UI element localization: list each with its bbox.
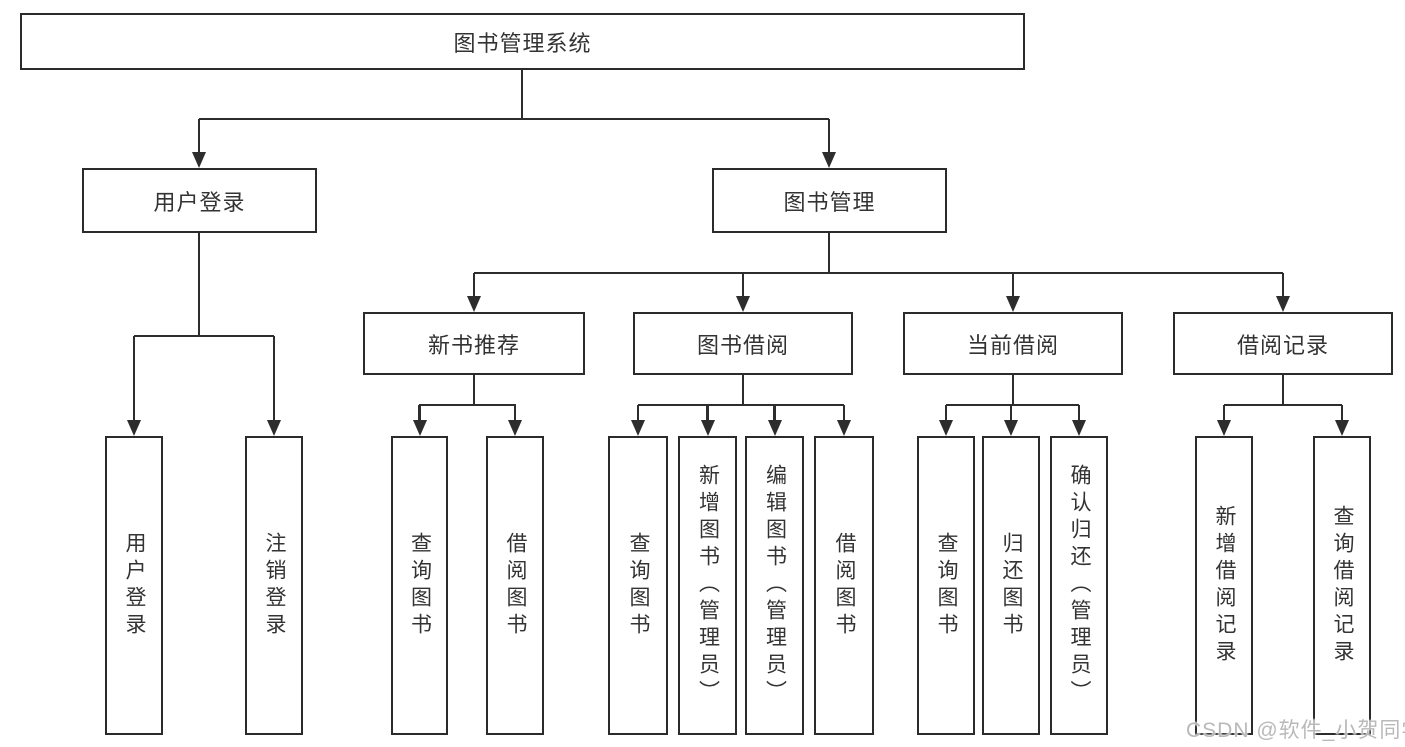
connector-arrow xyxy=(192,152,206,168)
node-book-management: 图书管理 xyxy=(712,168,947,233)
leaf-add-books-admin: 新增图书（管理员） xyxy=(678,436,737,735)
connector-arrow xyxy=(1006,296,1020,312)
connector-arrow xyxy=(1004,420,1018,436)
node-label: 编辑图书（管理员） xyxy=(763,464,787,707)
leaf-edit-books-admin: 编辑图书（管理员） xyxy=(745,436,804,735)
connector-arrow xyxy=(822,152,836,168)
node-user-login: 用户登录 xyxy=(82,168,317,233)
node-borrowing-records: 借阅记录 xyxy=(1173,312,1393,375)
connector-line xyxy=(1011,375,1015,405)
connector-line xyxy=(827,233,831,273)
connector-arrow xyxy=(837,420,851,436)
connector-arrow xyxy=(1217,420,1231,436)
node-label: 图书借阅 xyxy=(696,332,789,358)
leaf-add-borrow-record: 新增借阅记录 xyxy=(1195,436,1253,735)
connector-line xyxy=(132,336,136,420)
leaf-query-books-2: 查询图书 xyxy=(608,436,668,735)
node-label: 用户登录 xyxy=(153,189,246,215)
connector-line xyxy=(1222,405,1226,420)
connector-line xyxy=(827,119,831,152)
connector-line xyxy=(472,375,476,405)
connector-line xyxy=(741,375,745,405)
leaf-user-login: 用户登录 xyxy=(105,436,163,735)
connector-line xyxy=(513,405,517,420)
connector-line xyxy=(636,405,640,420)
node-label: 新增图书（管理员） xyxy=(696,464,720,707)
connector-arrow xyxy=(700,420,715,436)
node-label: 当前借阅 xyxy=(966,332,1059,358)
node-label: 图书管理系统 xyxy=(453,30,592,56)
node-label: 注销登录 xyxy=(263,531,286,640)
connector-line xyxy=(472,273,476,296)
connector-line xyxy=(842,405,846,420)
node-label: 归还图书 xyxy=(1000,531,1023,640)
leaf-query-books-3: 查询图书 xyxy=(917,436,975,735)
connector-line xyxy=(1281,273,1285,296)
connector-line xyxy=(944,405,948,420)
connector-arrow xyxy=(1072,420,1086,436)
node-label: 查询图书 xyxy=(627,531,650,640)
node-label: 新增借阅记录 xyxy=(1213,504,1236,667)
connector-line xyxy=(1077,405,1081,420)
node-label: 借阅图书 xyxy=(504,531,527,640)
leaf-confirm-return-admin: 确认归还（管理员） xyxy=(1050,436,1108,735)
node-label: 查询图书 xyxy=(935,531,958,640)
node-label: 用户登录 xyxy=(123,531,146,640)
connector-line xyxy=(418,405,421,420)
connector-line xyxy=(199,117,829,121)
connector-arrow xyxy=(767,420,782,436)
leaf-logout: 注销登录 xyxy=(245,436,303,735)
connector-line xyxy=(134,334,274,338)
connector-line xyxy=(197,233,201,336)
connector-line xyxy=(1224,403,1342,407)
node-label: 新书推荐 xyxy=(427,332,520,358)
connector-line xyxy=(946,403,1079,407)
leaf-borrow-books-2: 借阅图书 xyxy=(814,436,874,735)
node-new-book-recommendation: 新书推荐 xyxy=(363,312,585,375)
connector-arrow xyxy=(736,296,750,312)
node-current-borrowing: 当前借阅 xyxy=(903,312,1123,375)
connector-line xyxy=(638,403,844,407)
connector-arrow xyxy=(412,420,427,436)
connector-arrow xyxy=(267,420,281,436)
connector-line xyxy=(272,336,276,420)
leaf-return-books: 归还图书 xyxy=(982,436,1040,735)
node-library-management-system: 图书管理系统 xyxy=(20,13,1025,70)
connector-line xyxy=(419,403,516,407)
leaf-query-borrow-record: 查询借阅记录 xyxy=(1313,436,1371,735)
node-label: 确认归还（管理员） xyxy=(1068,464,1091,707)
connector-line xyxy=(706,405,709,420)
connector-line xyxy=(1009,405,1013,420)
connector-line xyxy=(1011,273,1015,296)
csdn-watermark: CSDN @软件_小贺同学 xyxy=(1186,719,1405,742)
connector-arrow xyxy=(939,420,953,436)
connector-arrow xyxy=(508,420,522,436)
node-label: 查询借阅记录 xyxy=(1331,504,1354,667)
node-label: 查询图书 xyxy=(408,531,432,640)
connector-arrow xyxy=(631,420,645,436)
connector-arrow xyxy=(1335,420,1349,436)
leaf-borrow-books-1: 借阅图书 xyxy=(486,436,544,735)
connector-arrow xyxy=(127,420,141,436)
connector-line xyxy=(474,271,1283,275)
connector-line xyxy=(741,273,745,296)
leaf-query-books-1: 查询图书 xyxy=(391,436,448,735)
connector-arrow xyxy=(1276,296,1290,312)
connector-line xyxy=(1340,405,1344,420)
connector-arrow xyxy=(467,296,481,312)
connector-line xyxy=(520,70,524,119)
connector-line xyxy=(773,405,776,420)
node-label: 借阅记录 xyxy=(1236,332,1329,358)
connector-line xyxy=(197,119,201,152)
connector-line xyxy=(1281,375,1285,405)
node-label: 图书管理 xyxy=(783,189,876,215)
node-label: 借阅图书 xyxy=(833,531,856,640)
node-book-borrowing: 图书借阅 xyxy=(633,312,853,375)
